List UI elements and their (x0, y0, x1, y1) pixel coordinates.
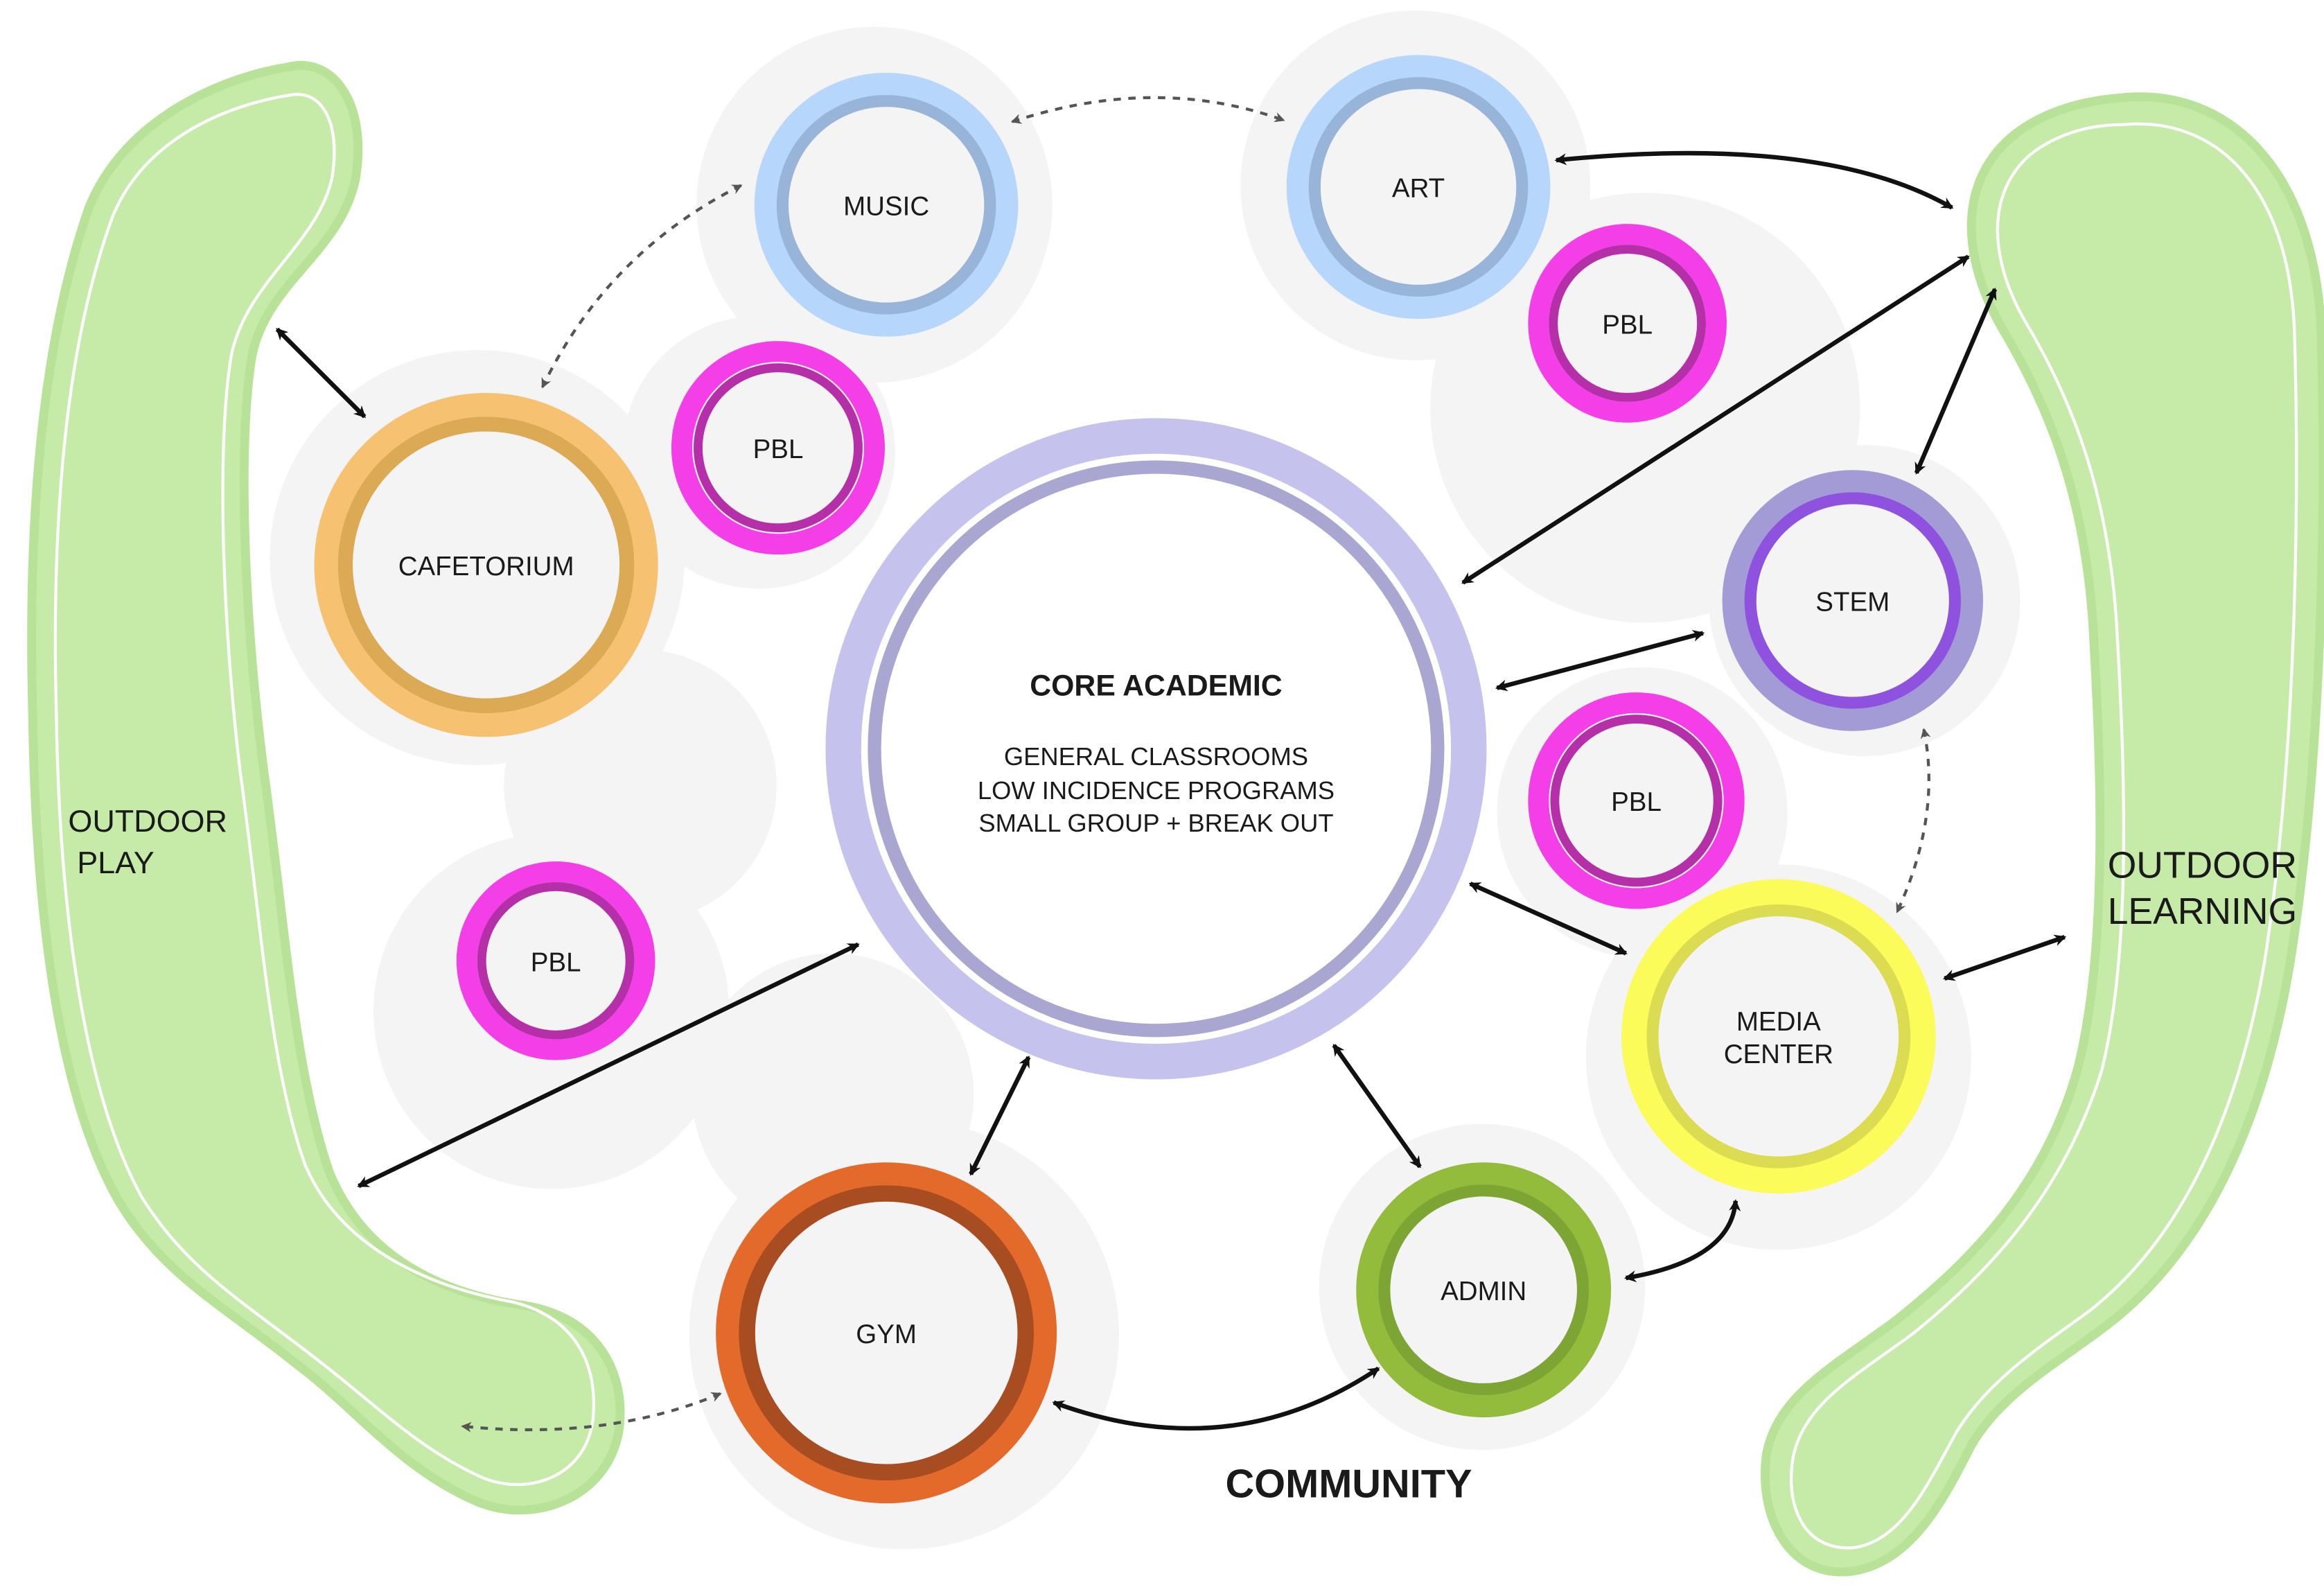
core-academic-circle (825, 418, 1487, 1080)
pbl-label-cafetorium: PBL (753, 435, 804, 464)
arrow-core-media (1468, 882, 1628, 956)
arrow-gym-admin (1052, 1366, 1380, 1431)
cafetorium-circle (314, 393, 658, 737)
diagram-labels: CORE ACADEMIC GENERAL CLASSROOMS LOW INC… (68, 174, 2297, 1507)
arrow-media-outdoor-learning (1942, 934, 2067, 981)
arrow-admin-media (1623, 1199, 1741, 1283)
outdoor-learning-label-line2: LEARNING (2108, 891, 2297, 932)
core-line-low-incidence: LOW INCIDENCE PROGRAMS (978, 776, 1335, 805)
gym-circle (716, 1162, 1057, 1504)
arrow-core-stem (1495, 630, 1705, 692)
media-center-circle (1621, 879, 1936, 1194)
gym-label: GYM (856, 1320, 917, 1349)
cafetorium-label: CAFETORIUM (398, 552, 574, 581)
media-center-label-line1: MEDIA (1736, 1007, 1821, 1037)
arrow-core-admin (1332, 1044, 1422, 1168)
art-circle (1286, 55, 1551, 319)
dashed-arrow-gym-outdoor-play (461, 1392, 722, 1433)
pbl-circle-stem (1528, 692, 1745, 909)
pbl-label-west: PBL (531, 947, 581, 977)
core-line-classrooms: GENERAL CLASSROOMS (1004, 742, 1308, 771)
music-label: MUSIC (843, 191, 929, 221)
media-center-label-line2: CENTER (1724, 1040, 1833, 1069)
arrow-art-outdoor-learning (1554, 150, 1954, 210)
solid-connection-arrows (275, 150, 2067, 1431)
community-label: COMMUNITY (1225, 1462, 1472, 1507)
outdoor-play-label-line2: PLAY (77, 845, 154, 880)
admin-label: ADMIN (1441, 1277, 1526, 1306)
arrow-stem-outdoor-learning (1914, 287, 1998, 475)
pbl-label-art: PBL (1602, 310, 1653, 340)
arrow-core-outdoor-play (357, 942, 860, 1189)
dashed-arrow-stem-media (1896, 728, 1931, 913)
stem-label: STEM (1815, 587, 1890, 617)
outdoor-play-area (27, 61, 625, 1515)
art-label: ART (1392, 174, 1445, 204)
admin-circle (1356, 1162, 1612, 1418)
core-line-small-group: SMALL GROUP + BREAK OUT (978, 809, 1333, 837)
pbl-label-stem: PBL (1611, 787, 1662, 817)
arrow-core-gym (969, 1056, 1031, 1176)
dashed-connection-arrows (461, 96, 1931, 1433)
outdoor-learning-label-line1: OUTDOOR (2108, 845, 2297, 886)
outdoor-learning-area (1760, 92, 2324, 1577)
arrow-playground-cafetorium (275, 327, 367, 419)
core-title: CORE ACADEMIC (1030, 669, 1282, 702)
outdoor-play-label-line1: OUTDOOR (68, 803, 227, 839)
arrow-core-outdoor-learning (1461, 254, 1970, 585)
dashed-arrow-music-art (1010, 96, 1285, 124)
music-circle (754, 73, 1019, 337)
pbl-circle-cafetorium (671, 341, 886, 555)
